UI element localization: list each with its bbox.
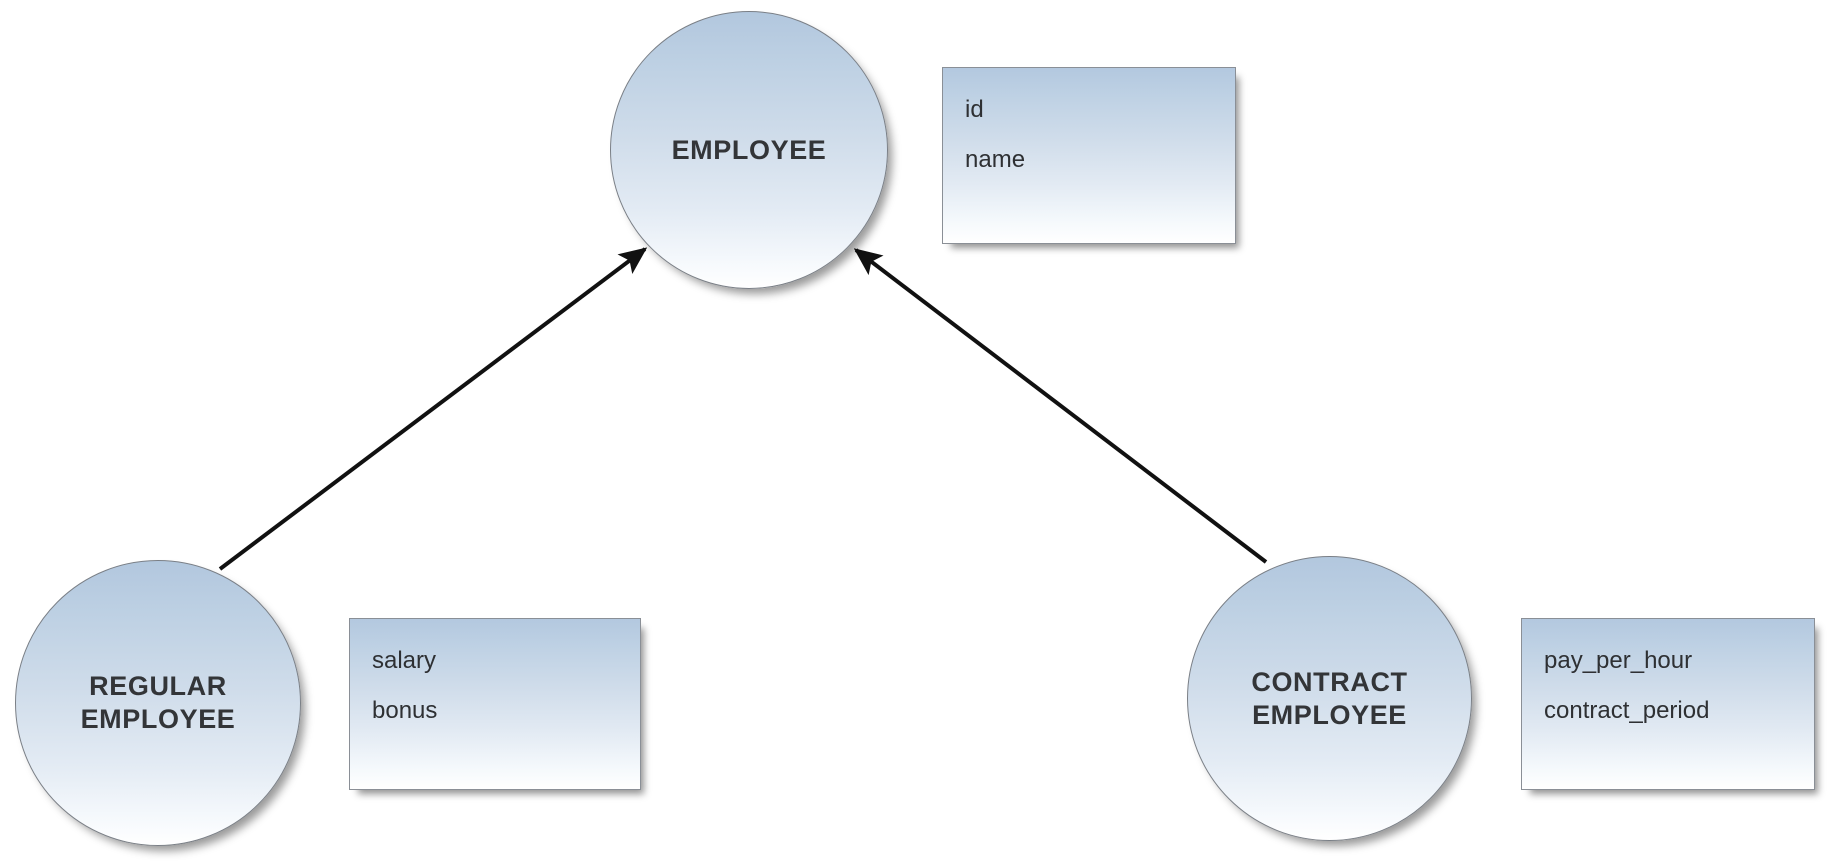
entity-contract-employee-label: CONTRACT EMPLOYEE [1251, 666, 1408, 730]
entity-employee[interactable]: EMPLOYEE [610, 11, 888, 289]
entity-regular-employee[interactable]: REGULAR EMPLOYEE [15, 560, 301, 846]
entity-regular-employee-label: REGULAR EMPLOYEE [80, 671, 236, 734]
attribute-item: id [965, 96, 984, 123]
attribute-item: name [965, 146, 1026, 173]
entity-employee-label: EMPLOYEE [671, 134, 827, 165]
attribute-box-contract-employee[interactable]: pay_per_hour contract_period [1521, 618, 1815, 790]
attribute-item: salary [372, 647, 437, 674]
edge-regular-to-employee [218, 247, 648, 571]
edge-contract-to-employee [853, 248, 1268, 564]
attribute-box-regular-employee[interactable]: salary bonus [349, 618, 641, 790]
attribute-box-employee[interactable]: id name [942, 67, 1236, 244]
entity-contract-employee[interactable]: CONTRACT EMPLOYEE [1187, 556, 1472, 841]
attribute-item: contract_period [1544, 697, 1710, 724]
attribute-item: bonus [372, 697, 438, 724]
attribute-item: pay_per_hour [1544, 647, 1693, 674]
